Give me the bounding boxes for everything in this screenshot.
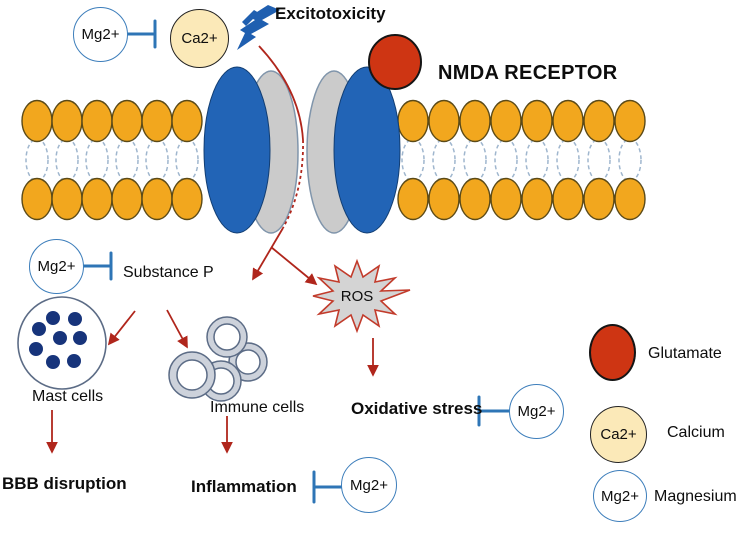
lipid-head [521,177,553,221]
lipid-head [397,177,429,221]
excitotoxicity-label: Excitotoxicity [275,4,386,23]
bbb-disruption-label: BBB disruption [2,474,127,493]
lipid-head [490,177,522,221]
oxidative-stress-label: Oxidative stress [351,399,483,418]
magnesium-ion-top: Mg2+ [73,7,128,62]
lipid-head [521,99,553,143]
legend-glutamate-icon [589,324,636,381]
substance-p-to-immune-cells-arrow [166,309,188,349]
mast-cell-icon [17,296,107,390]
lipid-head [21,177,53,221]
lipid-tail [25,138,49,182]
lipid-head [51,177,83,221]
lipid-head [459,99,491,143]
glutamate-molecule-icon [368,34,422,90]
lipid-head [171,177,203,221]
lipid-head [21,99,53,143]
legend-calcium-label: Calcium [667,424,725,441]
lipid-tail [401,138,425,182]
legend-magnesium-icon: Mg2+ [593,470,647,522]
ros-starburst-icon [312,258,411,334]
lipid-head [552,99,584,143]
lipid-head [111,177,143,221]
lipid-tail [115,138,139,182]
lipid-tail [556,138,580,182]
lipid-tail [432,138,456,182]
lipid-head [428,99,460,143]
legend-magnesium-label: Magnesium [654,488,737,505]
lipid-head [51,99,83,143]
substance-p-label: Substance P [123,264,214,281]
lipid-head [583,99,615,143]
receptor-subunit-blue-left [203,66,271,234]
lipid-tail [494,138,518,182]
lipid-head [614,177,646,221]
lipid-head [552,177,584,221]
lipid-head [141,99,173,143]
inflammation-label: Inflammation [191,477,297,496]
nmda-receptor-label: NMDA RECEPTOR [438,62,618,84]
lipid-tail [587,138,611,182]
magnesium-ion-oxidative-stress: Mg2+ [509,384,564,439]
lipid-head [459,177,491,221]
lipid-head [614,99,646,143]
mg-inhibits-substance-p-connector [82,251,113,281]
lipid-tail [85,138,109,182]
lipid-head [583,177,615,221]
lipid-head [490,99,522,143]
lipid-head [81,99,113,143]
magnesium-ion-substance-p: Mg2+ [29,239,84,294]
signal-arrows [46,309,379,454]
mg-inhibits-ca-connector [126,19,157,49]
mg-inhibits-inflammation-connector [312,470,343,504]
lipid-bilayer-membrane [21,99,646,221]
legend-glutamate-label: Glutamate [648,345,722,362]
mast-cells-label: Mast cells [32,388,104,405]
calcium-influx-path [252,45,318,286]
legend-calcium-icon: Ca2+ [590,406,647,463]
magnesium-ion-inflammation: Mg2+ [341,457,397,513]
lipid-head [428,177,460,221]
lipid-head [141,177,173,221]
substance-p-to-mast-cells-arrow [107,310,136,346]
lipid-head [81,177,113,221]
lipid-tail [145,138,169,182]
lipid-tail [55,138,79,182]
lightning-bolt-icon [237,5,280,50]
immune-cells-label: Immune cells [210,399,305,416]
calcium-ion-top: Ca2+ [170,9,229,68]
nmda-receptor-channel [203,66,401,234]
lipid-tail [175,138,199,182]
lipid-tail [463,138,487,182]
ros-label: ROS [340,288,374,305]
lipid-tail [618,138,642,182]
inhibition-connectors [82,19,511,504]
immune-cells-icon [168,316,268,402]
lipid-head [171,99,203,143]
receptor-subunit-blue-right [333,66,401,234]
lipid-head [397,99,429,143]
mg-inhibits-oxidative-stress-connector [477,395,511,427]
lipid-head [111,99,143,143]
lipid-tail [525,138,549,182]
